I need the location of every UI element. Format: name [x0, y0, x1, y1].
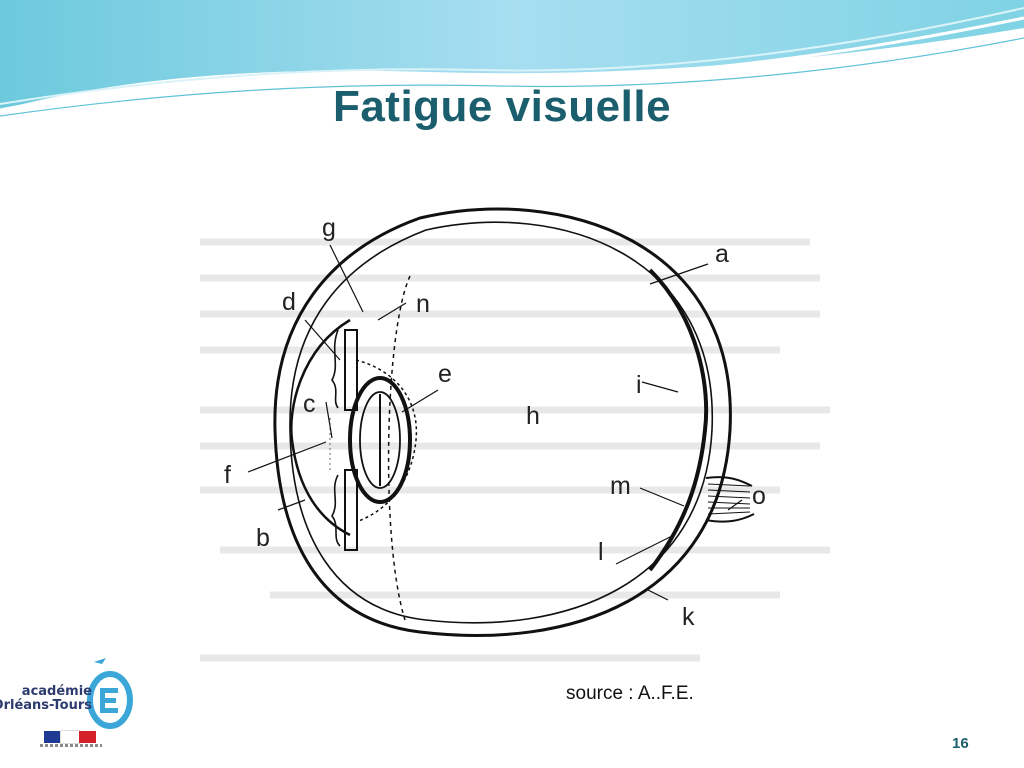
- label-e: e: [438, 360, 452, 388]
- label-c: c: [303, 390, 316, 418]
- label-b: b: [256, 524, 270, 552]
- slide-title: Fatigue visuelle: [332, 82, 672, 131]
- label-k: k: [682, 603, 695, 631]
- label-a: a: [715, 240, 729, 268]
- logo-line-2: Orléans-Tours: [0, 698, 92, 713]
- logo-line-1: académie: [21, 684, 92, 699]
- header-wave-decoration: [0, 0, 1024, 117]
- label-i: i: [636, 371, 642, 399]
- academie-e-icon: [87, 658, 133, 729]
- label-f: f: [224, 461, 231, 489]
- label-d: d: [282, 288, 296, 316]
- label-g: g: [322, 214, 336, 242]
- label-n: n: [416, 290, 430, 318]
- label-o: o: [752, 482, 766, 510]
- eye-diagram: a b c d e f g h i k l m n o: [180, 180, 840, 680]
- republic-motto-decoration: [40, 744, 102, 747]
- page-number: 16: [952, 735, 969, 752]
- label-l: l: [598, 538, 604, 566]
- source-caption: source : A..F.E.: [566, 683, 694, 704]
- label-h: h: [526, 402, 540, 430]
- eye-diagram-drawing: [200, 207, 830, 662]
- label-m: m: [610, 472, 631, 500]
- academie-logo: académie Orléans-Tours: [0, 658, 134, 756]
- french-flag-icon: [44, 730, 96, 744]
